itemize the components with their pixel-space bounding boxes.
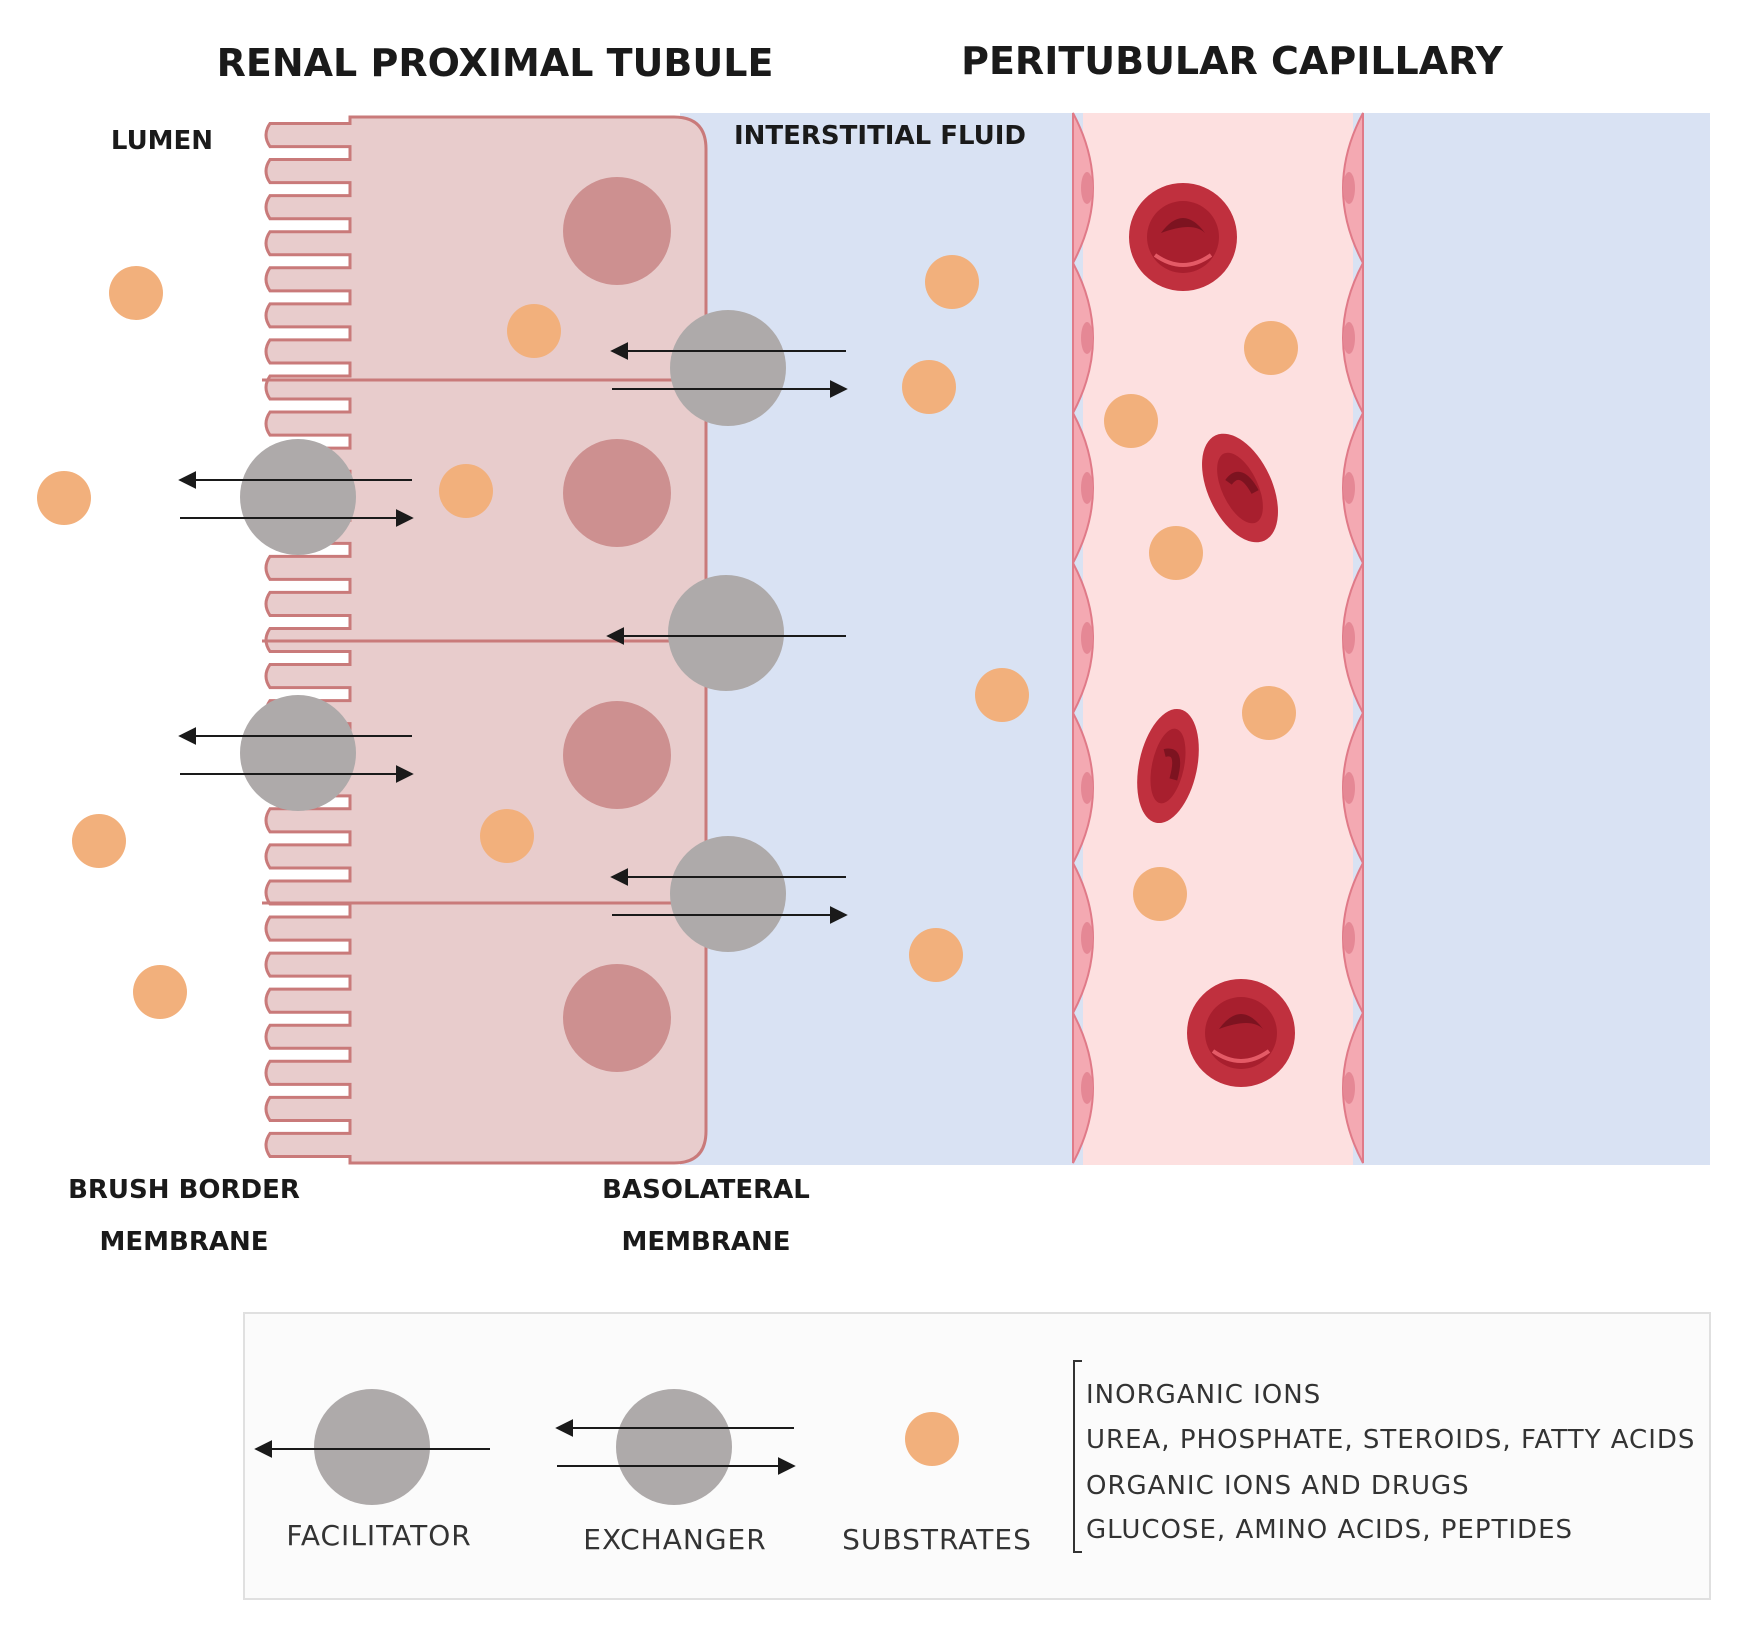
endothelial-nucleus	[1343, 1072, 1355, 1104]
substrates	[37, 255, 1298, 1019]
endothelial-nucleus	[1081, 472, 1093, 504]
nuclei	[563, 177, 671, 1072]
substrate	[507, 304, 561, 358]
legend-facilitator-symbol	[314, 1389, 430, 1505]
endothelial-nucleus	[1081, 622, 1093, 654]
legend-box	[243, 1312, 1711, 1600]
substrate	[1244, 321, 1298, 375]
endothelial-nucleus	[1343, 472, 1355, 504]
label-brush-border-1: BRUSH BORDER	[68, 1175, 300, 1205]
nucleus	[563, 439, 671, 547]
exchanger-transporter	[670, 836, 786, 952]
endothelial-nucleus	[1081, 922, 1093, 954]
legend-facilitator-label: FACILITATOR	[286, 1519, 471, 1552]
facilitator-transporter	[668, 575, 784, 691]
endothelial-nucleus	[1343, 772, 1355, 804]
transport-arrows	[178, 342, 848, 924]
substrate	[37, 471, 91, 525]
endothelial-nucleus	[1343, 622, 1355, 654]
legend-substrate-symbol	[905, 1412, 959, 1466]
legend-substrate-type: UREA, PHOSPHATE, STEROIDS, FATTY ACIDS	[1086, 1425, 1695, 1455]
exchanger-transporter	[670, 310, 786, 426]
substrate	[133, 965, 187, 1019]
label-basolateral-2: MEMBRANE	[622, 1227, 791, 1257]
legend: FACILITATOR EXCHANGER SUBSTRATES INORGAN…	[243, 1312, 1711, 1600]
substrate	[1149, 526, 1203, 580]
label-brush-border-2: MEMBRANE	[100, 1227, 269, 1257]
endothelial-nucleus	[1081, 172, 1093, 204]
substrate	[975, 668, 1029, 722]
nucleus	[563, 177, 671, 285]
legend-bracket	[1073, 1360, 1082, 1553]
label-lumen: LUMEN	[111, 126, 213, 156]
substrate	[480, 809, 534, 863]
substrate	[902, 360, 956, 414]
legend-substrate-type: INORGANIC IONS	[1086, 1380, 1321, 1410]
label-basolateral-1: BASOLATERAL	[602, 1175, 810, 1205]
endothelial-nucleus	[1081, 772, 1093, 804]
red-blood-cell	[1129, 183, 1237, 291]
endothelial-nucleus	[1343, 172, 1355, 204]
substrate	[1133, 867, 1187, 921]
red-blood-cell	[1137, 708, 1199, 824]
exchanger-transporter	[240, 439, 356, 555]
title-capillary: PERITUBULAR CAPILLARY	[961, 39, 1503, 83]
exchanger-transporter	[240, 695, 356, 811]
endothelial-nucleus	[1343, 922, 1355, 954]
substrate	[909, 928, 963, 982]
substrate	[109, 266, 163, 320]
legend-substrate-type: ORGANIC IONS AND DRUGS	[1086, 1471, 1470, 1501]
red-blood-cell	[1187, 979, 1295, 1087]
title-tubule: RENAL PROXIMAL TUBULE	[217, 41, 774, 85]
red-blood-cell	[1202, 433, 1278, 543]
substrate	[1104, 394, 1158, 448]
nucleus	[563, 964, 671, 1072]
nucleus	[563, 701, 671, 809]
label-interstitial-fluid: INTERSTITIAL FLUID	[734, 121, 1026, 151]
legend-substrate-type: GLUCOSE, AMINO ACIDS, PEPTIDES	[1086, 1515, 1573, 1545]
substrate	[439, 464, 493, 518]
red-blood-cells	[1129, 183, 1295, 1087]
endothelial-nucleus	[1343, 322, 1355, 354]
cell-junctions	[262, 378, 700, 905]
transporters	[240, 310, 786, 952]
legend-exchanger-label: EXCHANGER	[583, 1523, 766, 1556]
legend-substrates-label: SUBSTRATES	[842, 1523, 1032, 1556]
endothelial-nucleus	[1081, 1072, 1093, 1104]
legend-exchanger-symbol	[616, 1389, 732, 1505]
endothelial-nucleus	[1081, 322, 1093, 354]
substrate	[72, 814, 126, 868]
endothelium	[1072, 112, 1364, 1164]
substrate	[1242, 686, 1296, 740]
substrate	[925, 255, 979, 309]
